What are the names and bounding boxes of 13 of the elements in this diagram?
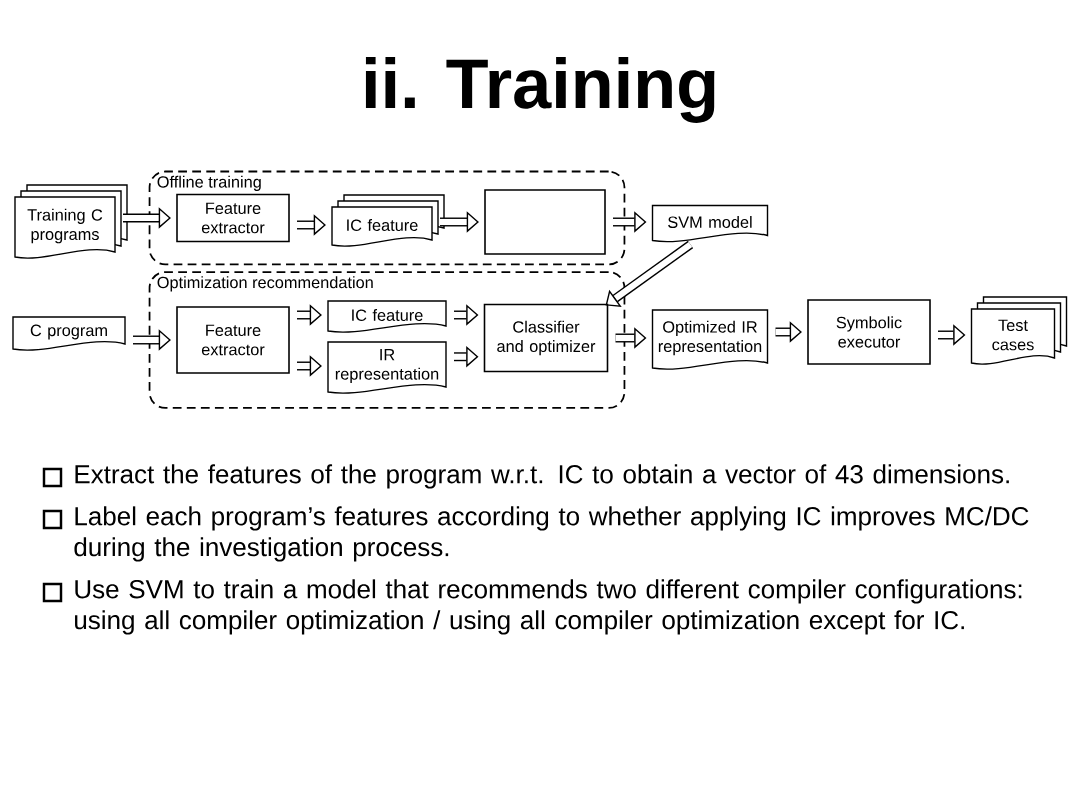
process-box xyxy=(484,189,606,255)
process-box: Feature extractor xyxy=(176,193,290,243)
block-arrow xyxy=(605,240,694,307)
bullet-text: Use SVM to train a model that recommends two different compiler configurations: using all compiler optimization / using all compiler optimization except for IC. xyxy=(75,579,1022,635)
process-box: Classifier and optimizer xyxy=(483,303,609,373)
document-stack: IC feature xyxy=(331,194,445,247)
document-stack: Training C programs xyxy=(14,184,128,259)
bullet-text: Label each program’s features according to whether applying IC improves MC/DC during the investigation process. xyxy=(74,506,1029,562)
process-box: Symbolic executor xyxy=(807,299,931,365)
bullet-text: Extract the features of the program w.r.t. IC to obtain a vector of 43 dimensions. xyxy=(75,464,1009,489)
process-box: Feature extractor xyxy=(176,306,290,374)
document-stack: Test cases xyxy=(970,296,1068,365)
title: ii. Training xyxy=(365,57,715,123)
